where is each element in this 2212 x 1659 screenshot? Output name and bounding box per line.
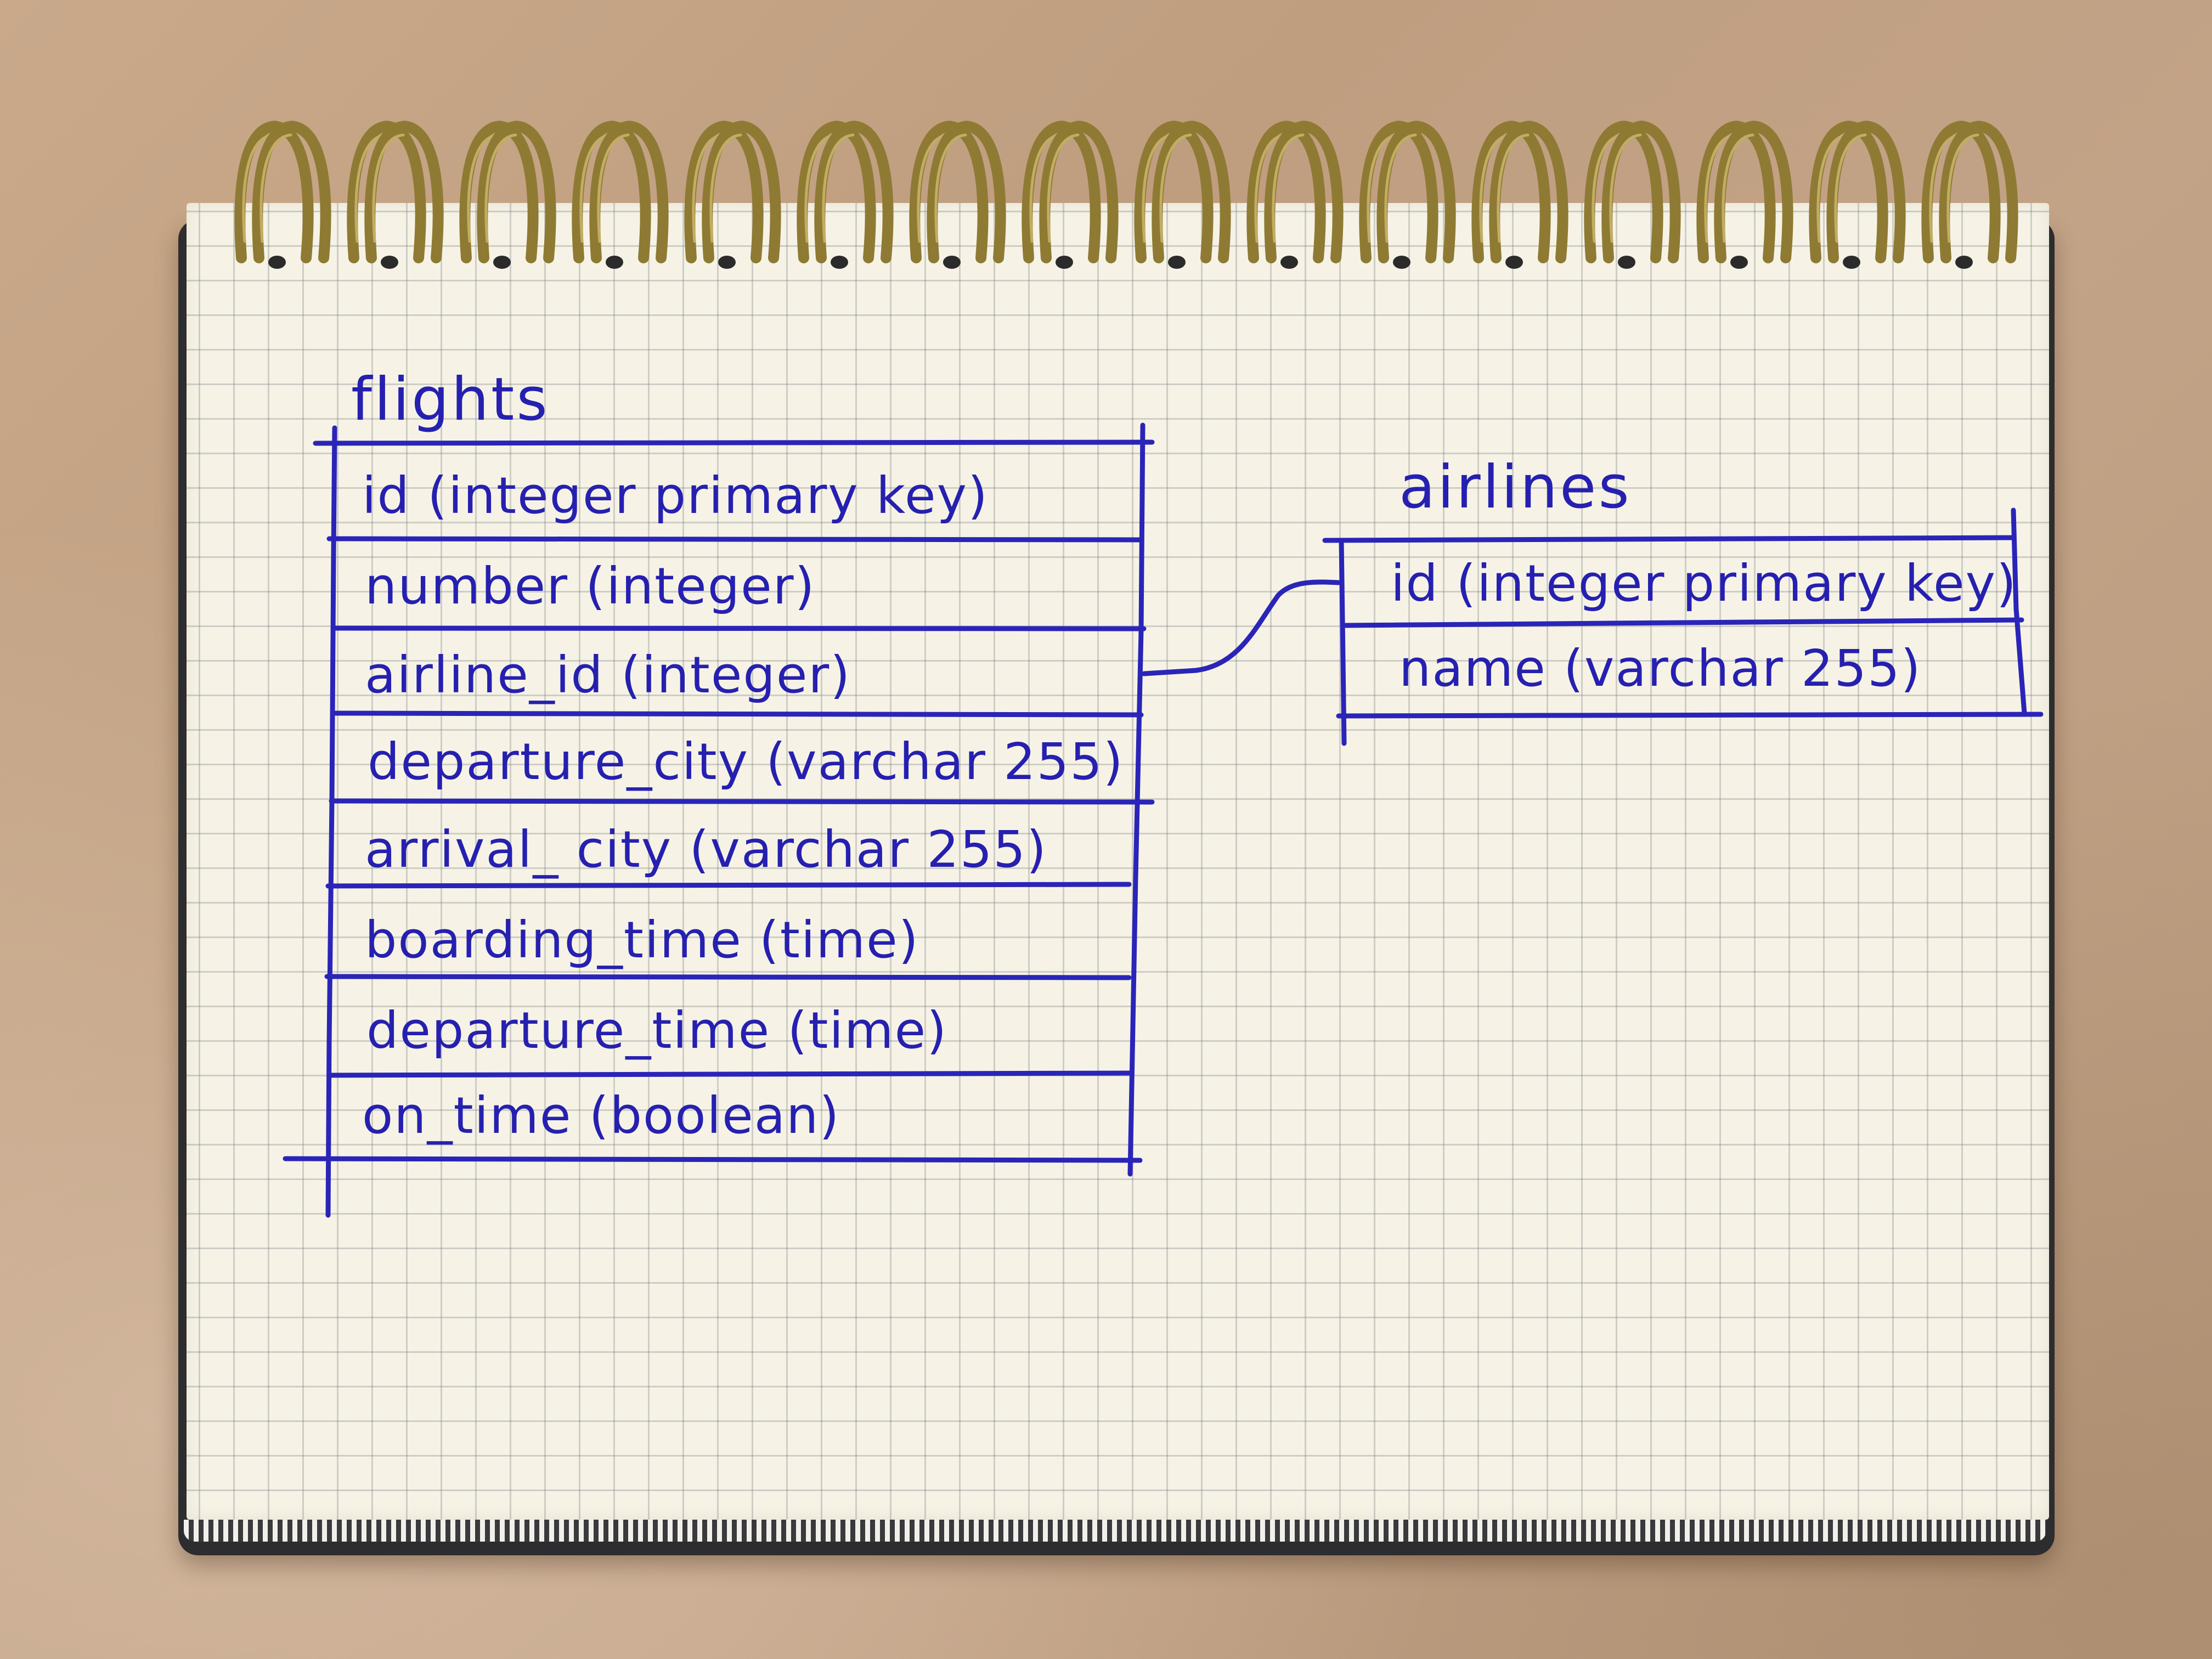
airlines-left-border — [1339, 538, 1347, 746]
flights-row-divider — [333, 625, 1147, 631]
airlines-column-label: id (integer primary key) — [1391, 554, 2017, 613]
airlines-column-label: name (varchar 255) — [1399, 639, 1922, 698]
flights-column-label: id (integer primary key) — [362, 466, 989, 525]
flights-column-label: boarding_time (time) — [365, 911, 919, 969]
airlines-table-title: airlines — [1399, 453, 1632, 522]
flights-column-label: number (integer) — [365, 557, 815, 616]
grid-paper-page — [187, 203, 2049, 1520]
flights-column-label: departure_time (time) — [366, 1001, 947, 1060]
flights-bottom-border — [283, 1156, 1143, 1163]
flights-row-divider — [326, 536, 1144, 543]
flights-column-label: airline_id (integer) — [365, 646, 851, 704]
flights-row-divider — [324, 974, 1132, 980]
airlines-bottom-border — [1336, 712, 2044, 719]
flights-column-label: departure_city (varchar 255) — [368, 732, 1124, 791]
flights-left-border — [325, 425, 337, 1218]
airlines-top-border — [1322, 535, 2016, 543]
flights-row-divider — [325, 882, 1132, 889]
flights-column-label: on_time (boolean) — [362, 1086, 840, 1145]
airlines-table: airlines id (integer primary key) name (… — [1322, 453, 2044, 746]
flights-column-label: arrival_ city (varchar 255) — [365, 820, 1047, 879]
airlines-right-border — [2011, 507, 2027, 716]
airlines-row-divider — [1341, 617, 2024, 628]
flights-top-border — [313, 439, 1155, 446]
relation-connector — [1141, 579, 1341, 676]
flights-row-divider — [329, 798, 1155, 805]
flights-table: flights id (integer primary key) number … — [283, 365, 1155, 1218]
flights-row-divider — [333, 710, 1144, 718]
flights-row-divider — [326, 1070, 1133, 1078]
notebook-page-edges — [184, 1520, 2046, 1542]
flights-table-title: flights — [351, 365, 550, 434]
flights-right-border — [1127, 422, 1146, 1177]
